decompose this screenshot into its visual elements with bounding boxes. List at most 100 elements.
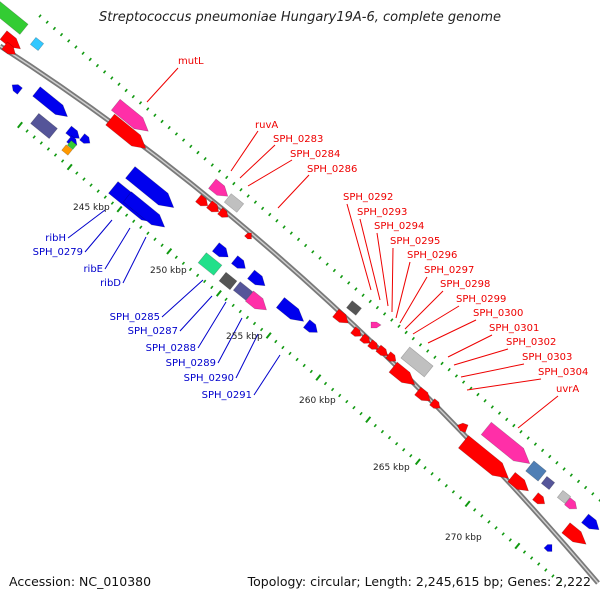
feature-red-arrow[interactable] [375, 344, 389, 357]
feature-magenta-mutl[interactable] [110, 98, 149, 132]
gene-label-sph-0291[interactable]: SPH_0291 [202, 390, 252, 401]
feature-cyan-block[interactable] [29, 36, 45, 52]
upper-scale-tick [174, 132, 179, 136]
upper-scale-tick [38, 14, 42, 18]
lower-scale-tick [387, 435, 392, 440]
feature-magenta-arrow[interactable] [564, 497, 578, 510]
gene-label-sph-0284[interactable]: SPH_0284 [290, 149, 340, 160]
gene-label-sph-0283[interactable]: SPH_0283 [273, 134, 323, 145]
feature-red-arrow[interactable] [385, 351, 397, 362]
feature-blue-arrow[interactable] [32, 86, 68, 117]
gene-label-sph-0285[interactable]: SPH_0285 [110, 312, 160, 323]
feature-teal-block[interactable] [197, 252, 223, 276]
callout-sph-0289 [217, 317, 243, 364]
feature-slate-block[interactable] [30, 112, 58, 140]
gene-label-sph-0293[interactable]: SPH_0293 [357, 207, 407, 218]
gene-label-uvra[interactable]: uvrA [556, 384, 579, 395]
gene-label-sph-0299[interactable]: SPH_0299 [456, 294, 506, 305]
gene-label-sph-0294[interactable]: SPH_0294 [374, 221, 424, 232]
upper-scale-tick [325, 262, 329, 266]
feature-red-arrow[interactable] [350, 326, 362, 337]
feature-blue-arrow[interactable] [275, 297, 305, 322]
feature-slate-block[interactable] [232, 281, 254, 301]
gene-label-sph-0279[interactable]: SPH_0279 [33, 247, 83, 258]
gene-label-sph-0287[interactable]: SPH_0287 [128, 326, 178, 337]
feature-magenta-ruva[interactable] [208, 178, 229, 197]
gene-label-sph-0295[interactable]: SPH_0295 [390, 236, 440, 247]
callout-sph-0294 [376, 232, 389, 307]
feature-red-arrow[interactable] [532, 492, 546, 505]
gene-label-sph-0302[interactable]: SPH_0302 [506, 337, 556, 348]
gene-label-sph-0296[interactable]: SPH_0296 [407, 250, 457, 261]
upper-scale-tick [476, 392, 480, 397]
gene-label-mutl[interactable]: mutL [178, 56, 204, 67]
gene-label-sph-0290[interactable]: SPH_0290 [184, 373, 234, 384]
feature-blue-arrow[interactable] [543, 544, 553, 552]
gene-label-ribd[interactable]: ribD [100, 278, 121, 289]
feature-blue-arrow[interactable] [11, 84, 23, 95]
feature-gray-block[interactable] [400, 346, 434, 378]
gene-label-sph-0297[interactable]: SPH_0297 [424, 265, 474, 276]
feature-red-arrow[interactable] [561, 522, 587, 545]
feature-red-arrow[interactable] [414, 386, 431, 402]
feature-red-arrow[interactable] [456, 422, 469, 433]
gene-label-ribe[interactable]: ribE [83, 264, 103, 275]
feature-blue-arrow[interactable] [581, 513, 600, 531]
feature-blue-arrow[interactable] [122, 191, 166, 228]
gene-label-sph-0304[interactable]: SPH_0304 [538, 367, 588, 378]
upper-scale-tick [138, 101, 143, 105]
gene-label-sph-0301[interactable]: SPH_0301 [489, 323, 539, 334]
feature-gray-block[interactable] [556, 489, 572, 505]
feature-green-block[interactable] [66, 140, 78, 150]
feature-red-arrow[interactable] [217, 207, 229, 218]
feature-magenta-uvra[interactable] [480, 421, 531, 464]
feature-dark-block[interactable] [218, 271, 238, 291]
lower-scale-tick [522, 550, 527, 554]
lower-scale-tick [330, 387, 335, 392]
gene-label-sph-0300[interactable]: SPH_0300 [473, 308, 523, 319]
feature-dark-block[interactable] [346, 300, 362, 316]
gene-label-sph-0289[interactable]: SPH_0289 [166, 358, 216, 369]
feature-red-arrow[interactable] [1, 41, 16, 55]
upper-scale-tick [88, 57, 92, 62]
gene-label-sph-0298[interactable]: SPH_0298 [440, 279, 490, 290]
feature-green-block[interactable] [0, 1, 29, 35]
callout-sph-0304 [466, 378, 542, 391]
lower-scale-tick [116, 205, 123, 213]
lower-scale-tick [402, 448, 406, 452]
feature-blue-arrow[interactable] [211, 242, 229, 258]
feature-steel-block[interactable] [525, 460, 547, 482]
feature-red-arrow[interactable] [388, 361, 416, 386]
feature-red-arrow[interactable] [206, 200, 220, 213]
feature-red-arrow[interactable] [244, 232, 252, 240]
feature-red-arrow[interactable] [105, 113, 147, 149]
feature-blue-arrow[interactable] [125, 166, 175, 208]
feature-red-arrow[interactable] [429, 398, 441, 409]
gene-label-ribh[interactable]: ribH [45, 233, 66, 244]
feature-blue-arrow[interactable] [247, 269, 266, 287]
gene-label-ruva[interactable]: ruvA [255, 120, 278, 131]
lower-scale-tick [132, 219, 136, 223]
feature-blue-arrow[interactable] [230, 255, 246, 269]
feature-red-arrow[interactable] [332, 308, 349, 324]
feature-blue-arrow[interactable] [79, 133, 91, 144]
feature-red-arrow[interactable] [359, 333, 371, 344]
feature-orange-block[interactable] [61, 144, 73, 156]
feature-magenta-arrow[interactable] [244, 290, 267, 311]
feature-red-arrow[interactable] [195, 194, 209, 207]
upper-scale-tick [303, 243, 308, 248]
gene-label-sph-0303[interactable]: SPH_0303 [522, 352, 572, 363]
feature-magenta-arrow[interactable] [370, 321, 382, 329]
feature-slate-block[interactable] [540, 475, 556, 491]
feature-red-arrow[interactable] [367, 339, 379, 350]
feature-gray-block[interactable] [223, 193, 245, 213]
gene-label-sph-0288[interactable]: SPH_0288 [146, 343, 196, 354]
gene-label-sph-0292[interactable]: SPH_0292 [343, 192, 393, 203]
lower-scale-tick [345, 399, 349, 404]
upper-scale-tick [354, 287, 358, 291]
gene-label-sph-0286[interactable]: SPH_0286 [307, 164, 357, 175]
feature-blue-arrow[interactable] [302, 319, 318, 333]
feature-red-arrow[interactable] [457, 435, 509, 479]
lower-scale-tick [17, 121, 23, 129]
feature-red-arrow[interactable] [507, 471, 529, 492]
